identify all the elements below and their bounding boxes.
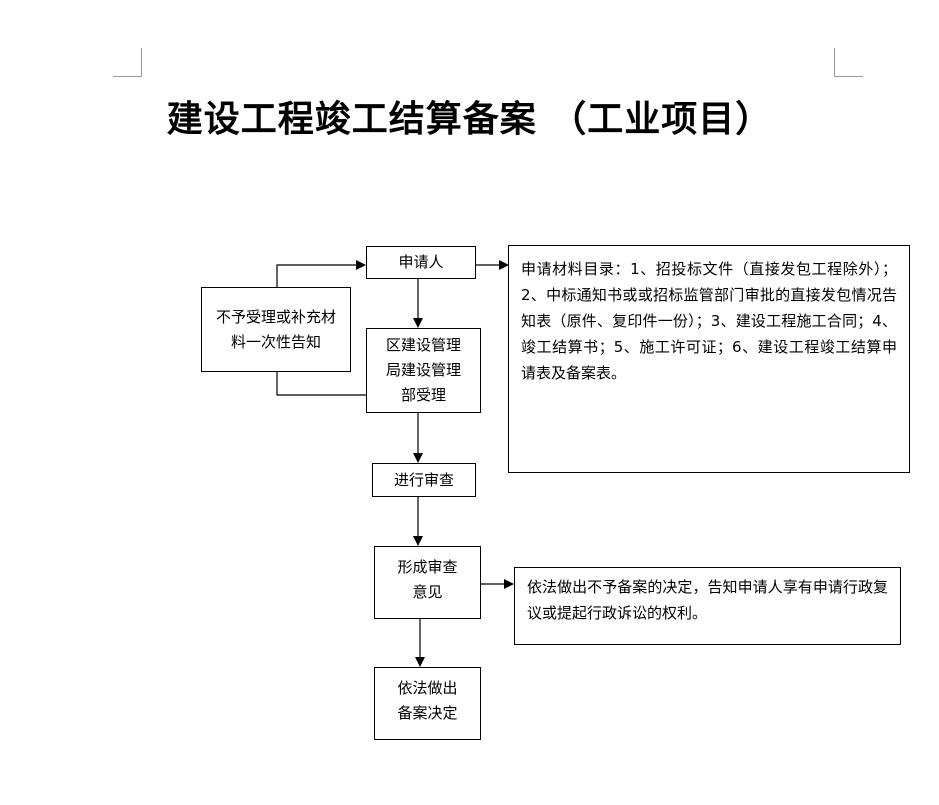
arrow-reject-to-applicant [276,260,366,287]
line-accept-to-reject [276,372,366,396]
document-title: 建设工程竣工结算备案 （工业项目） [166,98,773,140]
node-opinion: 形成审查意见 [374,546,481,619]
node-rejection-decision: 依法做出不予备案的决定，告知申请人享有申请行政复议或提起行政诉讼的权利。 [514,567,901,645]
node-review: 进行审查 [372,463,476,497]
page-margin-mark-top-right [834,48,863,77]
node-materials-list: 申请材料目录：1、招投标文件（直接发包工程除外）；2、中标通知书或或招标监管部门… [508,245,910,473]
page-margin-mark-top-left [113,48,142,77]
node-decision: 依法做出备案决定 [374,667,481,740]
node-accept: 区建设管理局建设管理部受理 [366,328,481,413]
node-applicant: 申请人 [366,246,476,279]
node-reject-notice: 不予受理或补充材料一次性告知 [201,287,351,372]
